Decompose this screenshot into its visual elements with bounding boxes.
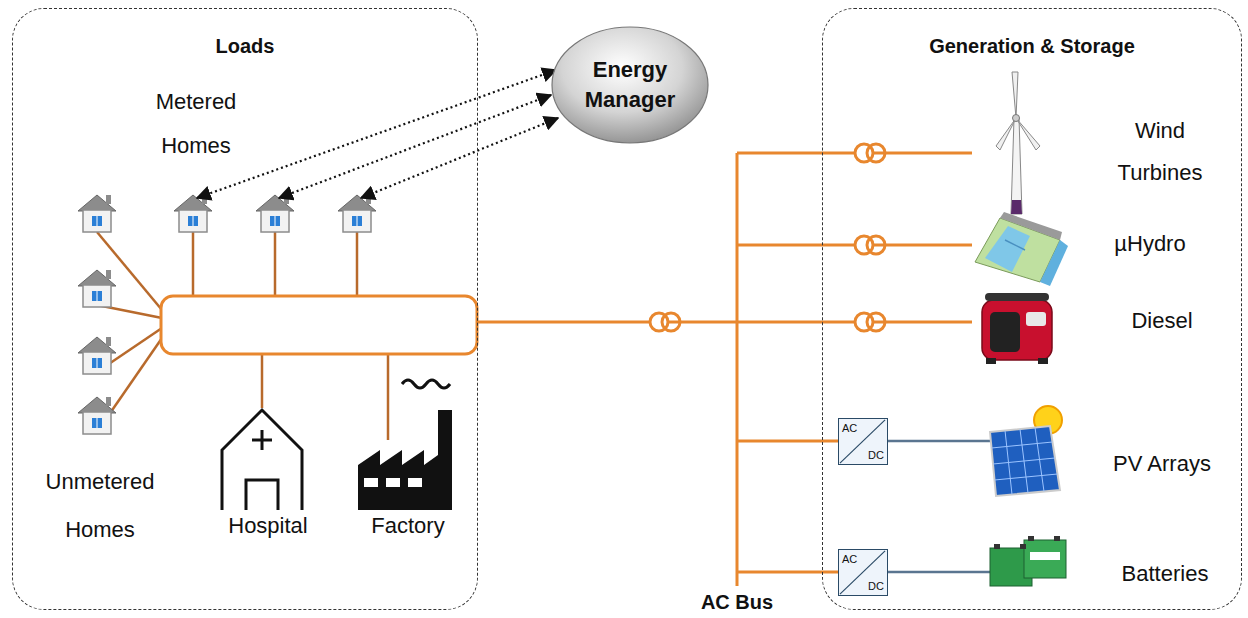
drawing-part	[279, 95, 551, 198]
group-label: Metered Homes	[131, 80, 261, 168]
drawing-part	[1030, 552, 1060, 560]
drawing-part	[78, 195, 116, 232]
home-icons	[78, 195, 376, 434]
drawing-part	[386, 478, 400, 487]
drawing-part	[994, 544, 1000, 549]
ellipse-outline	[550, 25, 710, 145]
load-label: Factory	[308, 512, 508, 540]
drawing-part	[982, 300, 1052, 360]
node-label: Energy Manager	[570, 55, 690, 115]
drawing-part	[192, 232, 195, 297]
converter-label: DC	[868, 580, 884, 592]
source-label: Diesel	[1062, 307, 1248, 335]
drawing-part	[1005, 240, 1025, 250]
drawing-part	[1011, 200, 1022, 214]
ac-bus-wires	[477, 153, 972, 586]
drawing-part	[1038, 358, 1048, 364]
drawing-part	[855, 236, 885, 254]
source-label: PV Arrays	[1062, 450, 1248, 478]
drawing-part	[358, 410, 452, 510]
drawing-part	[402, 380, 450, 388]
pv-array-icon	[990, 406, 1062, 496]
drawing-part	[888, 440, 990, 443]
comm-arrows	[197, 70, 558, 198]
drawing-part	[888, 571, 990, 574]
drawing-part	[1016, 118, 1040, 150]
drawing-part	[1011, 118, 1022, 214]
drawing-part	[855, 313, 885, 331]
drawing-part	[364, 478, 378, 487]
load-label: Hospital	[168, 512, 368, 540]
drawing-part	[1012, 72, 1018, 118]
drawing-part	[361, 118, 558, 198]
load-bus	[161, 296, 477, 354]
wind-turbine-icon	[996, 72, 1040, 214]
drawing-part	[246, 480, 278, 510]
drawing-part	[985, 293, 1049, 301]
drawing-part	[990, 426, 1060, 496]
dc-wires	[888, 441, 990, 572]
drawing-part	[408, 478, 422, 487]
manager-ellipse: Energy Manager	[550, 25, 710, 145]
drawing-part	[78, 270, 116, 307]
drawing-part	[996, 118, 1016, 150]
ellipse-shape	[552, 27, 708, 143]
drawing-part	[993, 458, 1055, 464]
drawing-part	[985, 226, 1030, 272]
drawing-part	[338, 195, 376, 232]
factory-icon	[358, 380, 452, 510]
drawing-part	[174, 195, 212, 232]
diagonal-line	[840, 420, 885, 463]
drawing-part	[1013, 115, 1020, 122]
converter-label: AC	[842, 422, 857, 434]
group-label: Unmetered Homes	[30, 458, 170, 554]
drawing-part	[855, 144, 885, 162]
drawing-part	[261, 353, 264, 408]
hospital-icon	[222, 410, 302, 510]
drawing-part	[387, 353, 390, 440]
group-heading: Loads	[13, 35, 477, 58]
drawing-part	[197, 70, 556, 198]
battery-icon	[990, 536, 1066, 586]
drawing-part	[1026, 312, 1046, 326]
drawing-part	[477, 321, 737, 324]
drawing-part	[736, 153, 739, 586]
drawing-part	[274, 232, 277, 297]
source-label: Batteries	[1065, 560, 1248, 588]
micro-hydro-icon	[975, 212, 1068, 286]
source-label: Wind Turbines	[1095, 110, 1225, 194]
bus-label: AC Bus	[657, 590, 817, 614]
drawing-part	[995, 474, 1058, 480]
drawing-part	[1024, 540, 1066, 578]
drawing-part	[256, 195, 294, 232]
drawing-part	[222, 410, 302, 510]
drawing-part	[990, 312, 1020, 352]
drawing-part	[1054, 536, 1060, 541]
diesel-generator-icon	[982, 293, 1052, 364]
drawing-part	[650, 313, 680, 331]
drawing-part	[1020, 544, 1026, 549]
drawing-part	[356, 232, 359, 297]
diagonal-line	[840, 551, 885, 594]
converter-label: AC	[842, 553, 857, 565]
transformer-symbols	[650, 144, 885, 331]
drawing-part	[78, 337, 116, 374]
drawing-part	[986, 358, 996, 364]
group-heading: Generation & Storage	[823, 35, 1241, 58]
converter-label: DC	[868, 449, 884, 461]
drawing-part	[1028, 536, 1034, 541]
drawing-part	[1040, 240, 1068, 286]
converter-box: AC DC	[838, 549, 888, 596]
drawing-part	[992, 428, 1058, 495]
drawing-part	[992, 442, 1053, 448]
drawing-part	[252, 439, 272, 442]
converter-box: AC DC	[838, 418, 888, 465]
drawing-part	[78, 397, 116, 434]
source-label: µHydro	[1050, 230, 1248, 258]
